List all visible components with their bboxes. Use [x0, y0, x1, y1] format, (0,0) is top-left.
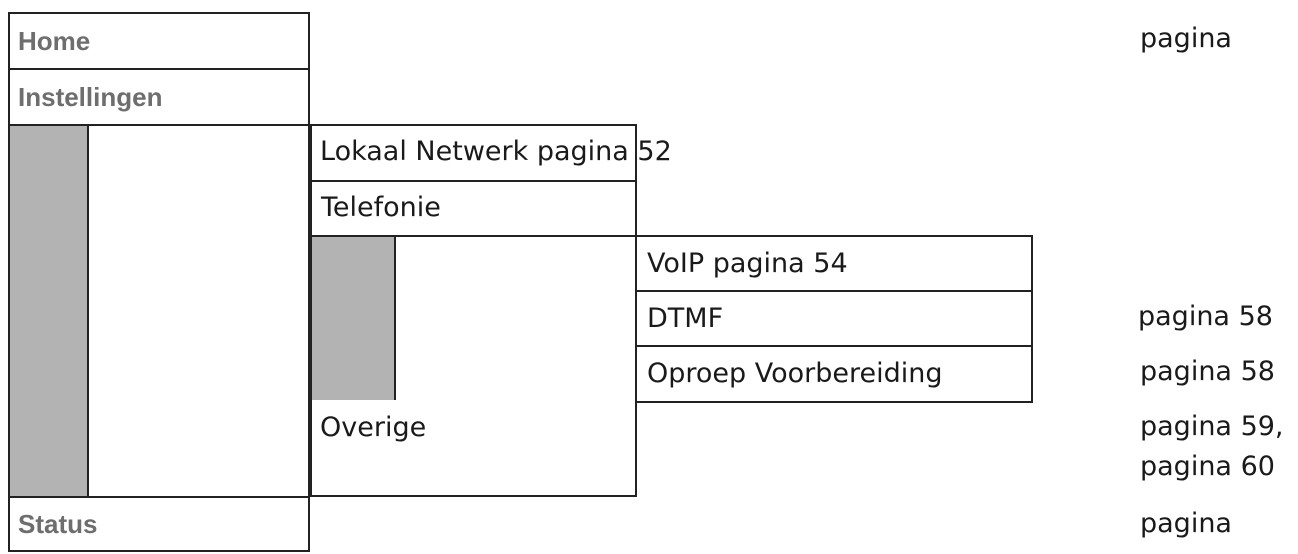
page-ref-other-line2: pagina 60 — [1140, 451, 1275, 482]
page-ref-call-preparation: pagina 58 — [1140, 356, 1275, 387]
page-ref-other-line1: pagina 59, — [1140, 411, 1284, 442]
page-ref-status: pagina — [1140, 508, 1232, 539]
submenu-item-dtmf-label: DTMF — [647, 303, 724, 334]
page-ref-home: pagina — [1140, 23, 1232, 54]
submenu-item-call-preparation[interactable]: Oproep Voorbereiding — [635, 345, 1033, 403]
submenu-item-call-preparation-label: Oproep Voorbereiding — [647, 358, 943, 389]
menu-item-settings-label: Instellingen — [18, 82, 163, 112]
submenu-item-other-label[interactable]: Overige — [320, 412, 427, 443]
settings-indent-bar — [10, 126, 87, 496]
menu-item-settings[interactable]: Instellingen — [8, 68, 310, 126]
telephony-indent-divider — [394, 237, 396, 400]
menu-item-home[interactable]: Home — [8, 12, 310, 70]
submenu-item-local-network[interactable] — [310, 124, 637, 182]
submenu-item-dtmf[interactable]: DTMF — [635, 290, 1033, 347]
submenu-item-telephony-label: Telefonie — [321, 192, 441, 223]
telephony-indent-bar — [312, 237, 394, 400]
submenu-item-voip[interactable]: VoIP pagina 54 — [635, 235, 1033, 292]
menu-item-home-label: Home — [18, 26, 91, 56]
menu-item-status-label: Status — [18, 509, 98, 539]
submenu-item-telephony[interactable]: Telefonie — [310, 180, 637, 237]
submenu-item-local-network-label: Lokaal Netwerk pagina 52 — [320, 136, 672, 167]
settings-indent-divider — [87, 126, 89, 496]
menu-item-status[interactable]: Status — [8, 496, 310, 552]
submenu-item-voip-label: VoIP pagina 54 — [647, 248, 848, 279]
page-ref-dtmf: pagina 58 — [1138, 301, 1273, 332]
